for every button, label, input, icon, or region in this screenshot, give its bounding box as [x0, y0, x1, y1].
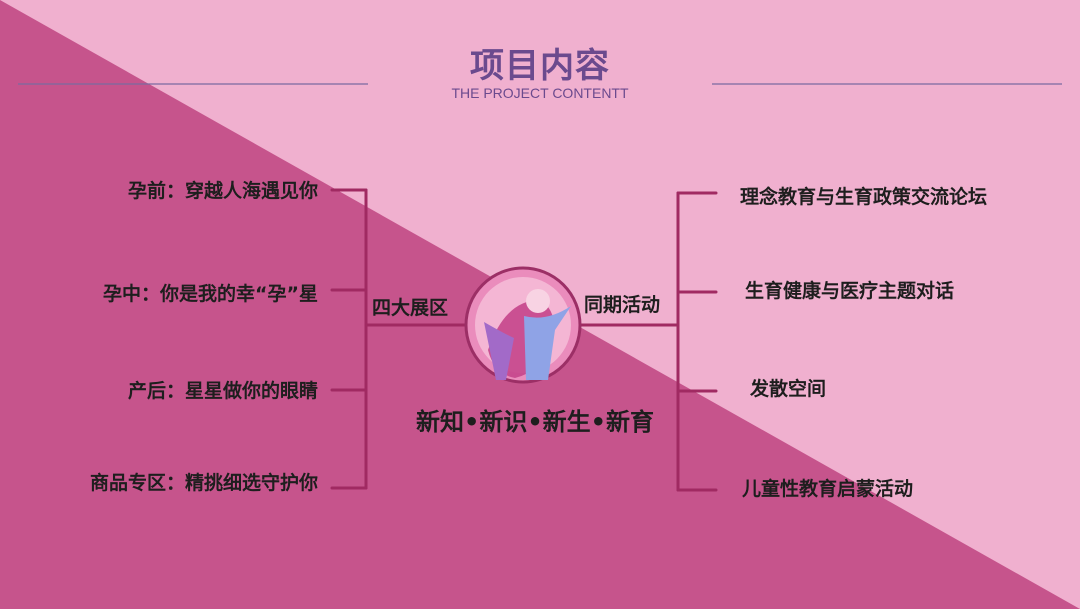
right-item-1: 理念教育与生育政策交流论坛: [740, 186, 988, 208]
page-title: 项目内容: [470, 46, 610, 86]
slogan-text: 新知•新识•新生•新育: [415, 408, 655, 436]
right-bracket: [578, 191, 718, 492]
left-bracket: [330, 188, 468, 490]
left-item-3: 产后：星星做你的眼睛: [127, 380, 318, 402]
page-subtitle: THE PROJECT CONTENTT: [451, 85, 629, 101]
left-item-2: 孕中：你是我的幸“孕”星: [103, 283, 318, 305]
right-item-3: 发散空间: [750, 378, 827, 400]
right-item-4: 儿童性教育启蒙活动: [742, 478, 914, 500]
left-item-1: 孕前：穿越人海遇见你: [127, 180, 318, 202]
right-group-label: 同期活动: [584, 294, 661, 316]
right-item-2: 生育健康与医疗主题对话: [745, 280, 955, 302]
left-group-label: 四大展区: [372, 297, 449, 319]
mother-child-logo-icon: [464, 266, 582, 384]
left-item-4: 商品专区：精挑细选守护你: [89, 472, 318, 494]
